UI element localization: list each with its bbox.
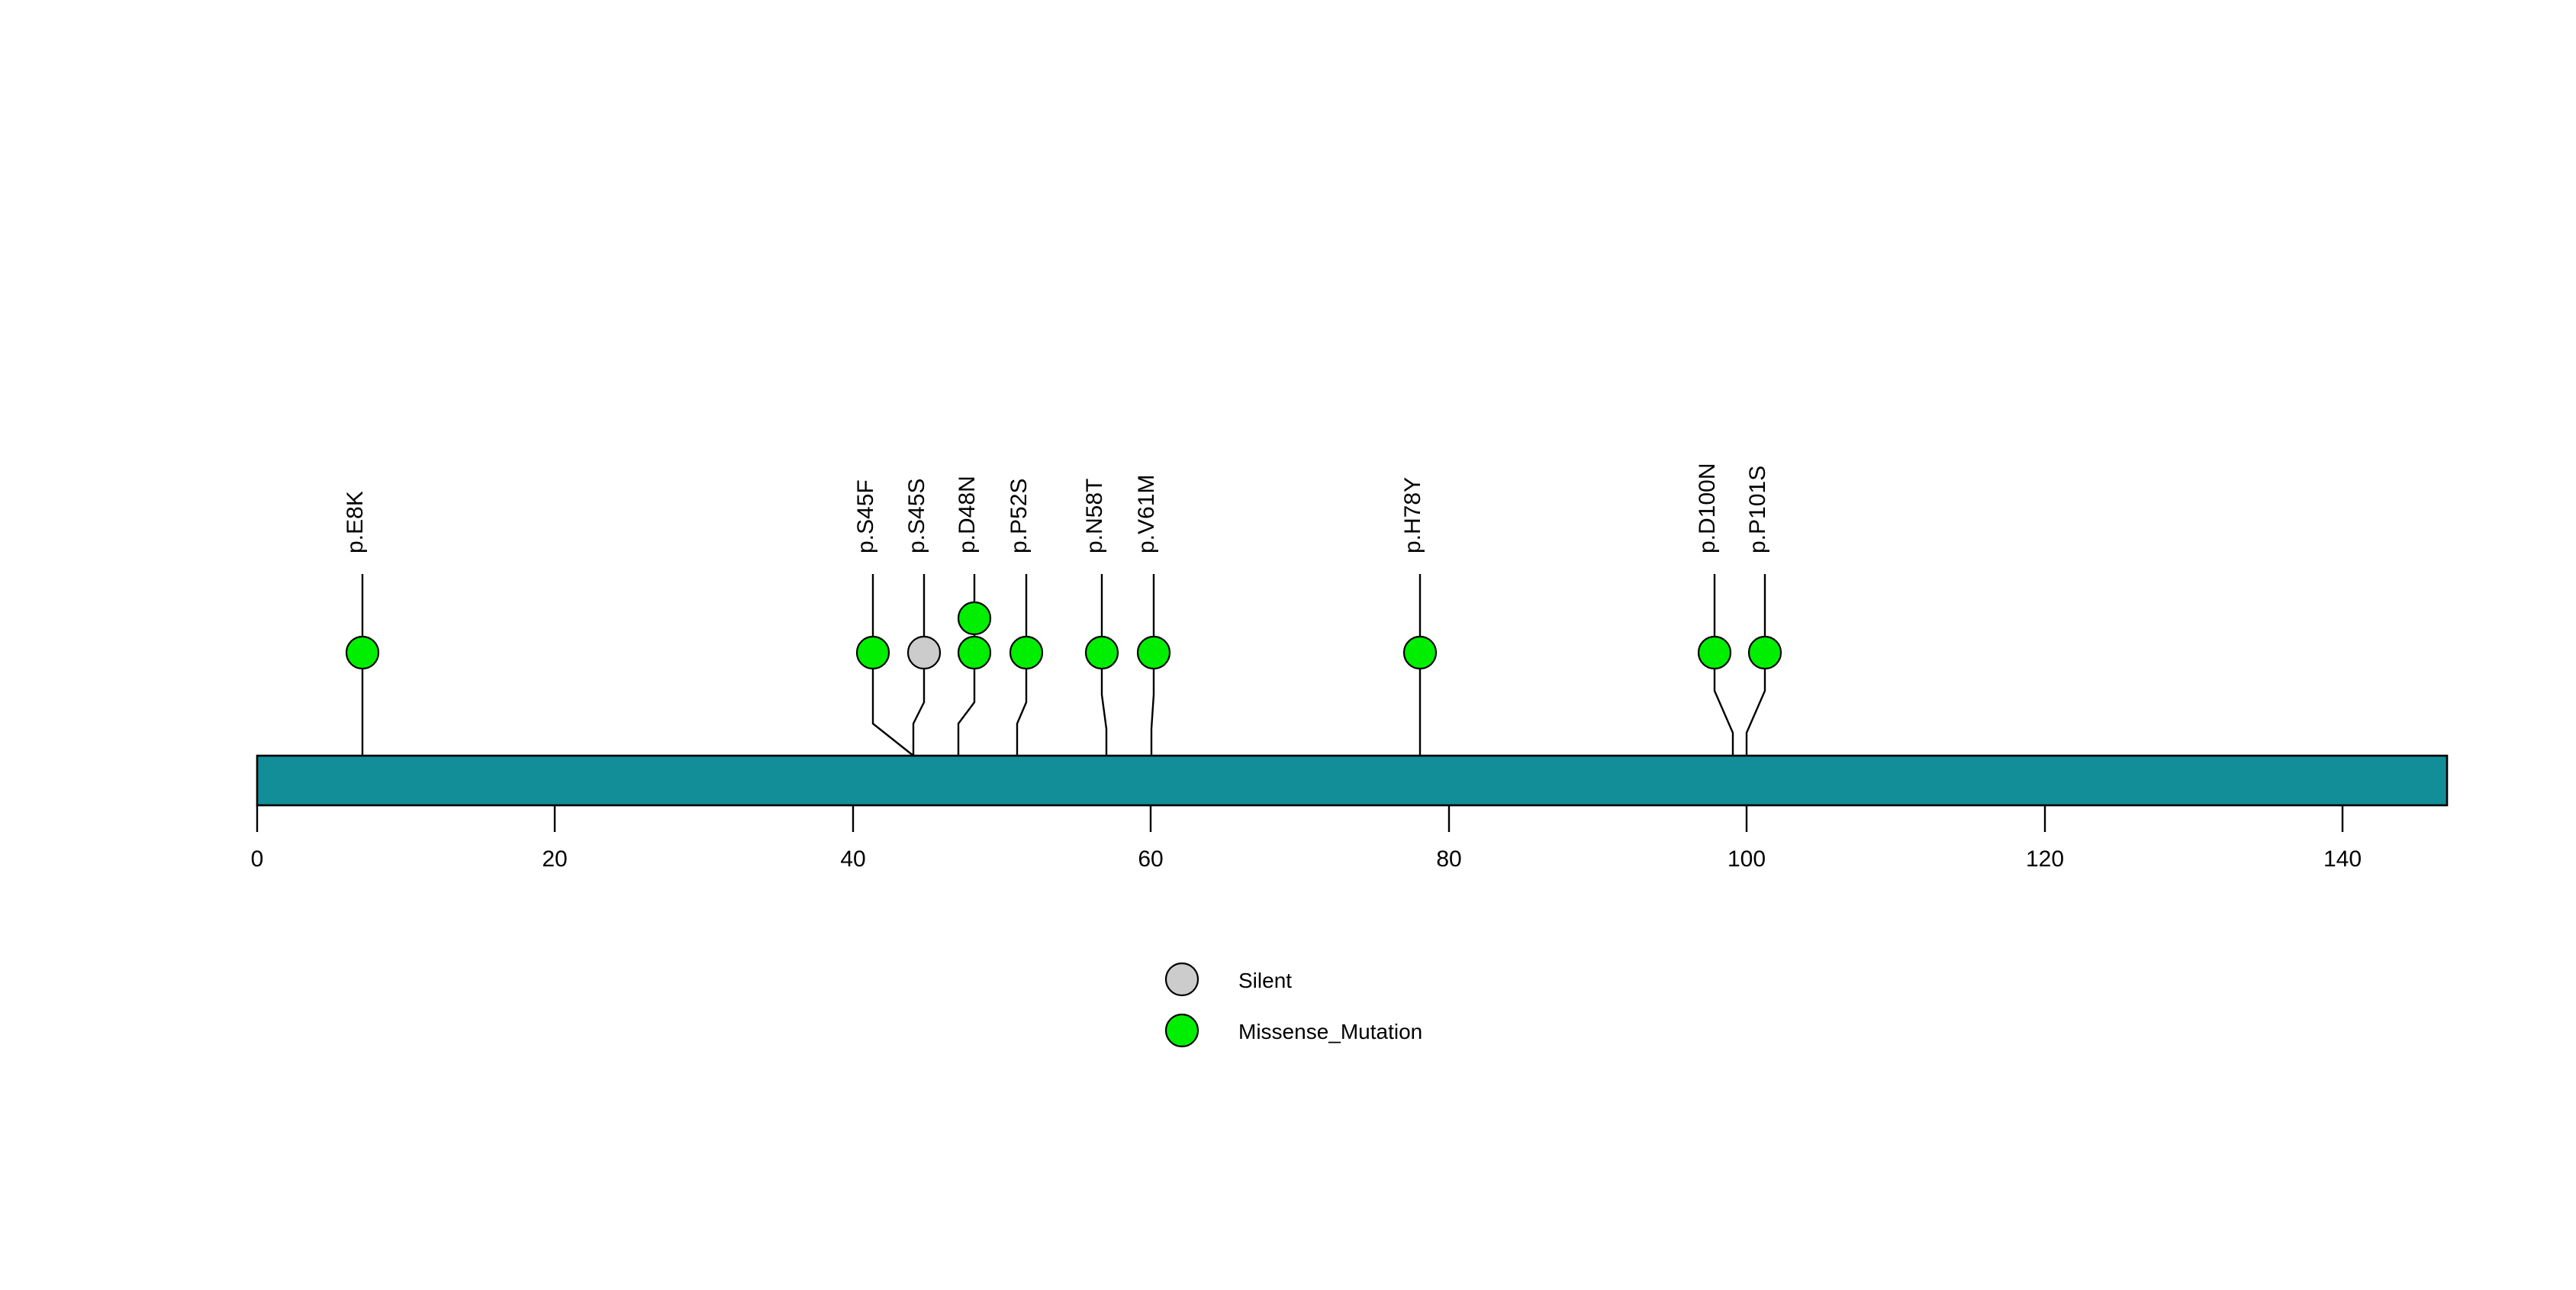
lollipop-dot-stack-2[interactable]: [957, 601, 992, 636]
legend-entry-missense[interactable]: Missense_Mutation: [1164, 1013, 1422, 1048]
lollipop-p-h78y[interactable]: p.H78Y: [1400, 477, 1438, 756]
lollipop-p-s45s[interactable]: p.S45S: [904, 479, 942, 756]
lollipop-label: p.V61M: [1134, 475, 1159, 553]
lollipop-dot[interactable]: [1747, 635, 1782, 670]
lollipop-stem: [1713, 574, 1734, 756]
lollipop-p-s45f[interactable]: p.S45F: [853, 479, 914, 756]
x-axis-tick-labels: 0 20 40 60 80 100 120 140: [251, 847, 2362, 872]
lollipop-dot[interactable]: [1697, 635, 1732, 670]
legend-entry-silent[interactable]: Silent: [1164, 962, 1292, 997]
lollipop-stem: [1745, 574, 1766, 756]
lollipop-p-d48n[interactable]: p.D48N: [955, 476, 992, 756]
lollipop-dot[interactable]: [345, 635, 380, 670]
lollipop-stem: [1150, 574, 1155, 756]
lollipop-p-n58t[interactable]: p.N58T: [1082, 479, 1119, 756]
lollipop-label: p.D48N: [955, 476, 980, 553]
lollipop-dot[interactable]: [855, 635, 890, 670]
lollipop-stem: [1100, 574, 1108, 756]
legend-swatch-silent: [1164, 962, 1199, 997]
lollipop-label: p.S45F: [853, 479, 878, 553]
tick-label-40: 40: [840, 847, 865, 872]
x-axis-ticks: [256, 805, 2344, 832]
lollipop-p-p101s[interactable]: p.P101S: [1745, 466, 1782, 756]
tick-label-20: 20: [542, 847, 567, 872]
lollipop-dot[interactable]: [1009, 635, 1044, 670]
legend-swatch-missense: [1164, 1013, 1199, 1048]
lollipop-label: p.D100N: [1695, 463, 1720, 553]
lollipop-p-v61m[interactable]: p.V61M: [1134, 475, 1171, 756]
lollipop-dot[interactable]: [1084, 635, 1119, 670]
legend: Silent Missense_Mutation: [1164, 962, 1422, 1048]
legend-label-missense: Missense_Mutation: [1238, 1020, 1422, 1043]
tick-label-60: 60: [1138, 847, 1163, 872]
protein-backbone-bar: [256, 754, 2449, 807]
tick-label-0: 0: [251, 847, 264, 872]
lollipop-p-e8k[interactable]: p.E8K: [343, 491, 380, 756]
lollipop-p-d100n[interactable]: p.D100N: [1695, 463, 1734, 756]
legend-label-silent: Silent: [1238, 969, 1292, 992]
lollipop-label: p.P101S: [1745, 466, 1770, 553]
lollipop-dot[interactable]: [1136, 635, 1171, 670]
lollipop-label: p.S45S: [904, 479, 929, 553]
lollipop-dot[interactable]: [906, 635, 942, 670]
lollipop-label: p.H78Y: [1400, 477, 1425, 553]
lollipop-dot[interactable]: [1402, 635, 1438, 670]
tick-label-140: 140: [2323, 847, 2362, 872]
lollipop-label: p.E8K: [343, 491, 368, 553]
tick-label-80: 80: [1436, 847, 1461, 872]
tick-label-100: 100: [1728, 847, 1766, 872]
tick-label-120: 120: [2026, 847, 2064, 872]
lollipop-label: p.P52S: [1006, 479, 1032, 553]
lollipop-p-p52s[interactable]: p.P52S: [1006, 479, 1044, 756]
lollipop-dot[interactable]: [957, 635, 992, 670]
lollipop-label: p.N58T: [1082, 479, 1107, 553]
